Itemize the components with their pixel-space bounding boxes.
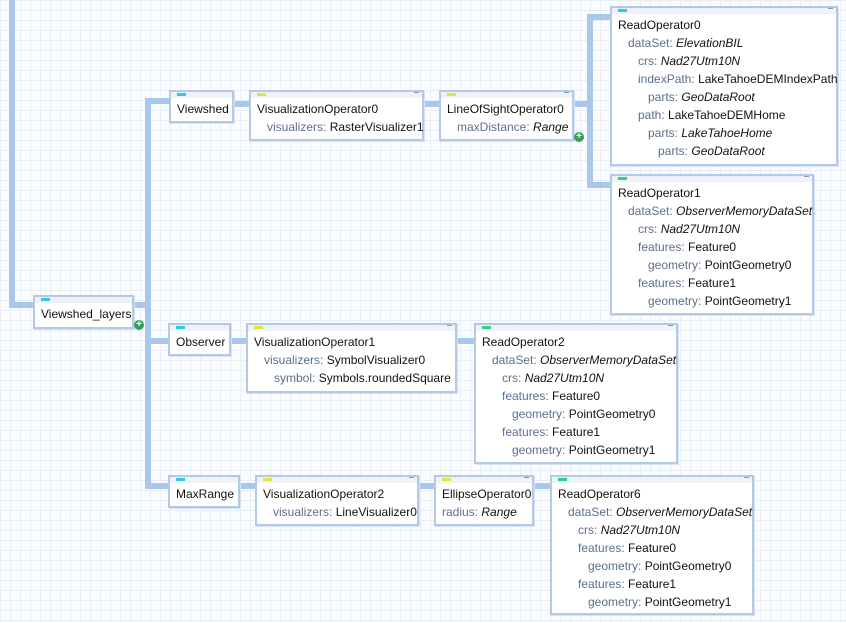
node-property: crs: Nad27Utm10N — [502, 371, 605, 385]
node-property: geometry: PointGeometry0 — [512, 407, 656, 421]
node-property: dataSet: ObserverMemoryDataSet — [492, 353, 677, 367]
link-los0-read0 — [571, 14, 613, 107]
node-ellipse-operator-0[interactable]: EllipseOperator0 radius: Range — [434, 475, 534, 526]
node-title: EllipseOperator0 — [442, 487, 532, 501]
node-viewshed-layers[interactable]: Viewshed_layers — [33, 295, 134, 329]
node-property: parts: GeoDataRoot — [648, 90, 755, 104]
node-title: ReadOperator1 — [618, 186, 701, 200]
node-property: path: LakeTahoeDEMHome — [638, 108, 786, 122]
link-root — [9, 0, 39, 308]
node-observer[interactable]: Observer — [168, 323, 231, 356]
node-color-tag — [41, 298, 50, 301]
node-title: ReadOperator6 — [558, 487, 641, 501]
minimize-icon[interactable] — [409, 477, 414, 478]
node-property: features: Feature1 — [578, 577, 677, 591]
node-property: geometry: PointGeometry0 — [588, 559, 732, 573]
plus-circle-icon[interactable]: + — [134, 320, 144, 330]
node-property: geometry: PointGeometry1 — [588, 595, 732, 609]
node-color-tag — [177, 93, 186, 96]
node-color-tag — [257, 93, 266, 96]
node-property: geometry: PointGeometry0 — [648, 258, 792, 272]
node-property: radius: Range — [442, 505, 517, 519]
node-color-tag — [482, 326, 491, 329]
node-read-operator-1[interactable]: ReadOperator1 dataSet: ObserverMemoryDat… — [610, 174, 814, 315]
node-color-tag — [254, 326, 263, 329]
node-property: visualizers: LineVisualizer0 — [273, 505, 417, 519]
node-title: VisualizationOperator2 — [263, 487, 385, 501]
plus-circle-icon[interactable]: + — [574, 132, 584, 142]
node-read-operator-2[interactable]: ReadOperator2 dataSet: ObserverMemoryDat… — [474, 323, 678, 464]
minimize-icon[interactable] — [564, 92, 569, 93]
node-title: ReadOperator0 — [618, 18, 701, 32]
minimize-icon[interactable] — [447, 325, 452, 326]
minimize-icon[interactable] — [414, 92, 419, 93]
node-property: features: Feature0 — [638, 240, 737, 254]
node-property: indexPath: LakeTahoeDEMIndexPath — [638, 72, 838, 86]
node-viewshed[interactable]: Viewshed — [169, 90, 234, 123]
node-property: parts: LakeTahoeHome — [648, 126, 773, 140]
node-title: LineOfSightOperator0 — [447, 102, 564, 116]
node-property: geometry: PointGeometry1 — [648, 294, 792, 308]
node-maxrange[interactable]: MaxRange — [168, 475, 240, 508]
node-color-tag — [176, 478, 185, 481]
node-title: MaxRange — [176, 487, 235, 501]
node-visualization-operator-0[interactable]: VisualizationOperator0 visualizers: Rast… — [249, 90, 424, 141]
node-property: dataSet: ObserverMemoryDataSet — [568, 505, 753, 519]
node-line-of-sight-operator-0[interactable]: LineOfSightOperator0 maxDistance: Range — [439, 90, 574, 141]
node-property: dataSet: ElevationBIL — [628, 36, 744, 50]
node-color-tag — [263, 478, 272, 481]
node-color-tag — [558, 478, 567, 481]
node-property: parts: GeoDataRoot — [658, 144, 765, 158]
node-read-operator-0[interactable]: ReadOperator0 dataSet: ElevationBIL crs:… — [610, 6, 838, 166]
node-color-tag — [447, 93, 456, 96]
node-property: visualizers: RasterVisualizer1 — [267, 120, 424, 134]
node-color-tag — [618, 177, 627, 180]
minimize-icon[interactable] — [668, 325, 673, 326]
node-title: Viewshed_layers — [41, 307, 132, 321]
minimize-icon[interactable] — [828, 8, 833, 9]
minimize-icon[interactable] — [804, 176, 809, 177]
node-property: maxDistance: Range — [457, 120, 569, 134]
node-title: VisualizationOperator1 — [254, 335, 376, 349]
node-color-tag — [618, 9, 627, 12]
node-property: crs: Nad27Utm10N — [638, 222, 741, 236]
node-title: Viewshed — [177, 102, 229, 116]
node-property: geometry: PointGeometry1 — [512, 443, 656, 457]
node-read-operator-6[interactable]: ReadOperator6 dataSet: ObserverMemoryDat… — [550, 475, 754, 615]
node-property: dataSet: ObserverMemoryDataSet — [628, 204, 813, 218]
minimize-icon[interactable] — [524, 477, 529, 478]
node-property: features: Feature0 — [578, 541, 677, 555]
link-los0-read1 — [587, 101, 613, 188]
node-visualization-operator-2[interactable]: VisualizationOperator2 visualizers: Line… — [255, 475, 419, 526]
link-viewshed-layers-viewshed — [130, 98, 172, 308]
link-viewshed-layers-maxrange — [145, 302, 171, 489]
minimize-icon[interactable] — [744, 477, 749, 478]
node-visualization-operator-1[interactable]: VisualizationOperator1 visualizers: Symb… — [246, 323, 457, 393]
node-color-tag — [176, 326, 185, 329]
node-property: symbol: Symbols.roundedSquare — [274, 371, 451, 385]
node-title: VisualizationOperator0 — [257, 102, 379, 116]
node-property: visualizers: SymbolVisualizer0 — [264, 353, 426, 367]
node-property: features: Feature1 — [502, 425, 601, 439]
node-property: features: Feature0 — [502, 389, 601, 403]
node-title: Observer — [176, 335, 226, 349]
node-property: crs: Nad27Utm10N — [578, 523, 681, 537]
node-property: crs: Nad27Utm10N — [638, 54, 741, 68]
node-color-tag — [442, 478, 451, 481]
node-property: features: Feature1 — [638, 276, 737, 290]
node-title: ReadOperator2 — [482, 335, 565, 349]
